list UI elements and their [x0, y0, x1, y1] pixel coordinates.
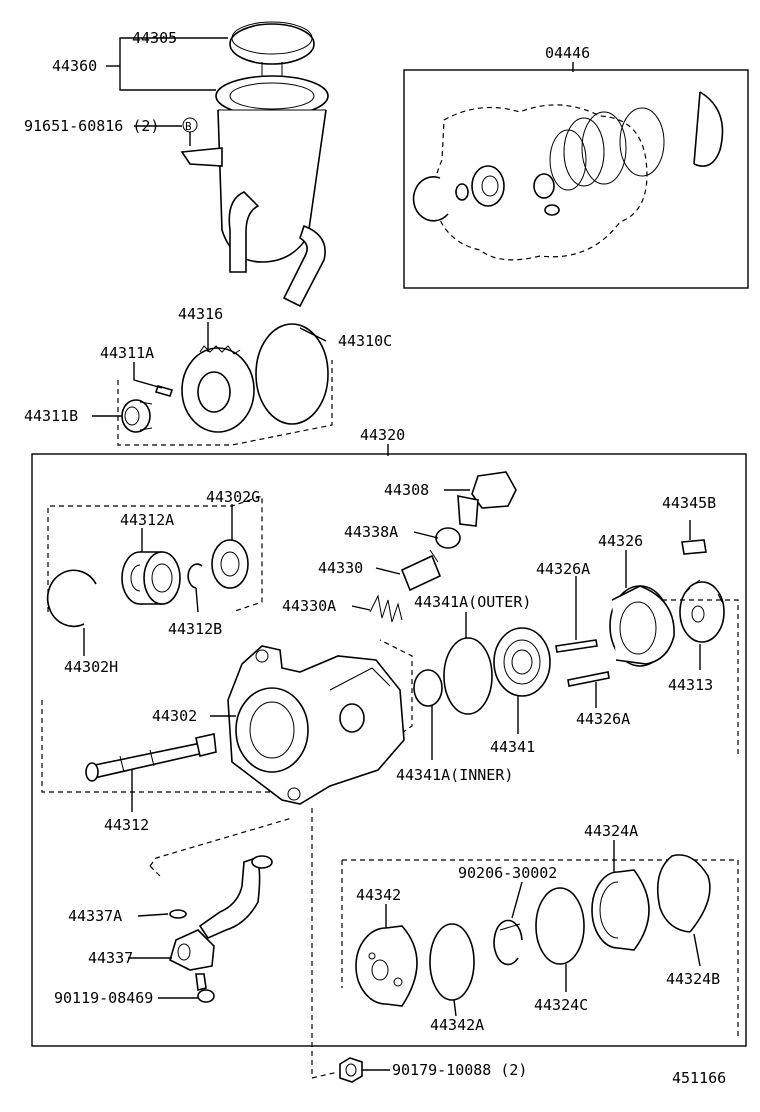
pump-assembly-box-44320 [31, 453, 747, 1047]
label-b-marker: B [185, 120, 192, 133]
o-ring-44337a[interactable] [169, 909, 187, 919]
label-44324c: 44324C [534, 996, 588, 1014]
label-44312: 44312 [104, 816, 149, 834]
reservoir-tank[interactable] [180, 75, 329, 308]
nut-90179-10088[interactable] [339, 1057, 363, 1083]
diagram-number: 451166 [672, 1069, 726, 1087]
label-44311b: 44311B [24, 407, 78, 425]
label-90119-08469: 90119-08469 [54, 989, 153, 1007]
label-44345b: 44345B [662, 494, 716, 512]
label-44320: 44320 [360, 426, 405, 444]
label-44305: 44305 [132, 29, 177, 47]
label-44326a-top: 44326A [536, 560, 590, 578]
label-44338a: 44338A [344, 523, 398, 541]
nut-44311b[interactable] [121, 399, 153, 433]
label-44316: 44316 [178, 305, 223, 323]
shaft-44312[interactable] [85, 733, 217, 782]
label-44312b: 44312B [168, 620, 222, 638]
label-44302h: 44302H [64, 658, 118, 676]
cam-ring-44326[interactable] [609, 585, 675, 667]
label-44302g: 44302G [206, 488, 260, 506]
spring-44330a[interactable] [369, 594, 403, 623]
pin-44326a-top[interactable] [555, 639, 598, 653]
label-91651-60816: 91651-60816 (2) [24, 117, 159, 135]
label-44311a: 44311A [100, 344, 154, 362]
label-90206-30002: 90206-30002 [458, 864, 557, 882]
label-90179-10088: 90179-10088 (2) [392, 1061, 527, 1079]
bearing-44302g[interactable] [211, 539, 249, 589]
label-44324a: 44324A [584, 822, 638, 840]
snap-ring-44302h[interactable] [46, 569, 97, 628]
bolt-90119-08469[interactable] [195, 973, 215, 1003]
snap-ring-44312b[interactable] [187, 563, 203, 589]
label-44324b: 44324B [666, 970, 720, 988]
label-44302: 44302 [152, 707, 197, 725]
union-44308[interactable] [457, 471, 517, 527]
label-44360: 44360 [52, 57, 97, 75]
label-44308: 44308 [384, 481, 429, 499]
pulley-44316[interactable] [181, 345, 255, 433]
pump-body-44302[interactable] [227, 645, 405, 805]
rotor-44313[interactable] [679, 579, 725, 643]
kit-contents[interactable] [412, 91, 724, 261]
kit-box-04446 [403, 69, 749, 289]
label-44326: 44326 [598, 532, 643, 550]
outlet-pipe-44337[interactable] [169, 855, 273, 971]
snap-ring-90206-30002[interactable] [493, 919, 523, 966]
key-44311a[interactable] [154, 385, 174, 397]
o-ring-44342a[interactable] [429, 923, 475, 1001]
plug-44324a[interactable] [591, 869, 650, 951]
label-44342a: 44342A [430, 1016, 484, 1034]
o-ring-44341a-inner[interactable] [413, 669, 443, 707]
vane-44345b[interactable] [681, 539, 707, 555]
label-44337: 44337 [88, 949, 133, 967]
label-44312a: 44312A [120, 511, 174, 529]
label-04446: 04446 [545, 44, 590, 62]
label-44326a-bottom: 44326A [576, 710, 630, 728]
label-44330a: 44330A [282, 597, 336, 615]
valve-44330[interactable] [400, 549, 442, 592]
label-44341a-outer: 44341A(OUTER) [414, 593, 531, 611]
o-ring-44324c[interactable] [535, 887, 585, 965]
label-44330: 44330 [318, 559, 363, 577]
o-ring-44341a-outer[interactable] [443, 637, 493, 715]
o-ring-44310c[interactable] [255, 323, 329, 425]
label-44341: 44341 [490, 738, 535, 756]
label-44341a-inner: 44341A(INNER) [396, 766, 513, 784]
label-44313: 44313 [668, 676, 713, 694]
label-44337a: 44337A [68, 907, 122, 925]
snap-ring-44324b[interactable] [656, 854, 711, 933]
label-44342: 44342 [356, 886, 401, 904]
bearing-44312a[interactable] [121, 551, 181, 605]
o-ring-44338a[interactable] [435, 527, 461, 549]
rear-housing-44342[interactable] [355, 925, 418, 1007]
label-44310c: 44310C [338, 332, 392, 350]
pin-44326a-bottom[interactable] [567, 671, 610, 687]
side-plate-44341[interactable] [493, 627, 551, 697]
